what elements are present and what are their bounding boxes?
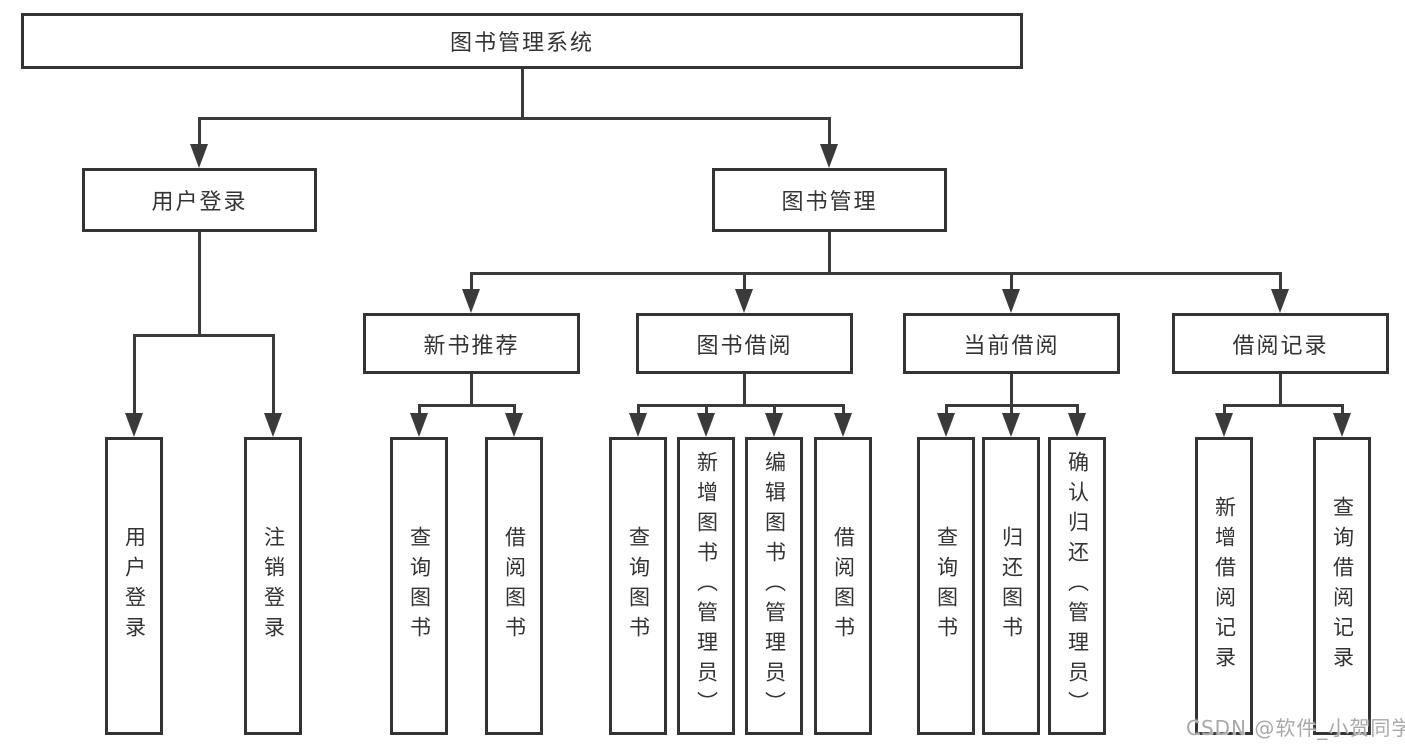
node-label-leaf-query-books-recommend: 查询图书 [407, 526, 432, 646]
connector-segment [1009, 273, 1013, 291]
arrowhead-down-icon [1271, 289, 1289, 313]
node-label-book-management: 图书管理 [781, 190, 878, 215]
connector-segment [1222, 403, 1344, 407]
node-label-leaf-query-books-borrowing: 查询图书 [626, 526, 651, 646]
node-label-leaf-user-login: 用户登录 [122, 526, 147, 646]
arrowhead-down-icon [190, 144, 208, 168]
connector-segment [1222, 405, 1226, 415]
node-leaf-query-books-current: 查询图书 [917, 437, 975, 735]
connector-segment [417, 405, 421, 415]
node-label-leaf-borrow-books-borrowing: 借阅图书 [831, 526, 856, 646]
connector-segment [772, 405, 776, 415]
connector-segment [132, 335, 136, 415]
connector-segment [742, 374, 746, 405]
node-leaf-user-login: 用户登录 [105, 437, 163, 735]
node-label-new-book-recommend: 新书推荐 [423, 333, 520, 359]
node-label-leaf-return-books: 归还图书 [999, 526, 1024, 646]
connector-segment [132, 333, 275, 337]
node-leaf-logout: 注销登录 [244, 437, 302, 735]
arrowhead-down-icon [820, 144, 838, 168]
connector-segment [469, 273, 473, 291]
node-label-leaf-confirm-return-admin: 确认归还（管理员） [1065, 451, 1090, 721]
connector-segment [704, 405, 708, 415]
arrowhead-down-icon [1333, 413, 1351, 437]
connector-segment [197, 118, 201, 146]
node-label-root: 图书管理系统 [449, 31, 594, 56]
node-root: 图书管理系统 [21, 13, 1023, 69]
arrowhead-down-icon [462, 289, 480, 313]
connector-segment [1278, 273, 1282, 291]
node-new-book-recommend: 新书推荐 [363, 313, 580, 374]
node-user-login: 用户登录 [82, 168, 317, 232]
connector-segment [1009, 374, 1013, 405]
arrowhead-down-icon [505, 413, 523, 437]
node-label-current-borrowing: 当前借阅 [963, 333, 1060, 359]
arrowhead-down-icon [937, 413, 955, 437]
connector-segment [742, 273, 746, 291]
node-leaf-query-books-borrowing: 查询图书 [609, 437, 667, 735]
node-leaf-borrow-books-borrowing: 借阅图书 [814, 437, 872, 735]
connector-segment [944, 405, 948, 415]
arrowhead-down-icon [1068, 413, 1086, 437]
node-leaf-edit-books-admin: 编辑图书（管理员） [745, 437, 803, 735]
connector-segment [197, 116, 831, 120]
arrowhead-down-icon [765, 413, 783, 437]
node-borrowing-records: 借阅记录 [1172, 313, 1389, 374]
arrowhead-down-icon [264, 413, 282, 437]
node-leaf-return-books: 归还图书 [982, 437, 1040, 735]
watermark: CSDN @软件_小贺同学 [1186, 716, 1405, 740]
connector-segment [469, 374, 473, 405]
node-label-leaf-add-borrow-record: 新增借阅记录 [1212, 496, 1237, 676]
arrowhead-down-icon [735, 289, 753, 313]
node-label-leaf-edit-books-admin: 编辑图书（管理员） [762, 451, 787, 721]
connector-segment [827, 118, 831, 146]
connector-segment [1075, 405, 1079, 415]
node-leaf-confirm-return-admin: 确认归还（管理员） [1048, 437, 1106, 735]
arrowhead-down-icon [125, 413, 143, 437]
connector-segment [636, 405, 640, 415]
connector-segment [841, 405, 845, 415]
node-leaf-borrow-books-recommend: 借阅图书 [485, 437, 543, 735]
connector-segment [469, 271, 1282, 275]
arrowhead-down-icon [410, 413, 428, 437]
node-label-borrowing-records: 借阅记录 [1232, 333, 1329, 359]
node-leaf-add-borrow-record: 新增借阅记录 [1195, 437, 1253, 735]
connector-segment [520, 69, 524, 118]
connector-segment [512, 405, 516, 415]
arrowhead-down-icon [1215, 413, 1233, 437]
node-leaf-query-books-recommend: 查询图书 [390, 437, 448, 735]
arrowhead-down-icon [697, 413, 715, 437]
node-label-leaf-logout: 注销登录 [261, 526, 286, 646]
arrowhead-down-icon [834, 413, 852, 437]
arrowhead-down-icon [1002, 413, 1020, 437]
connector-segment [197, 232, 201, 335]
node-leaf-query-borrow-record: 查询借阅记录 [1313, 437, 1371, 735]
node-label-leaf-query-borrow-record: 查询借阅记录 [1330, 496, 1355, 676]
node-book-management: 图书管理 [712, 168, 947, 232]
connector-segment [271, 335, 275, 415]
connector-segment [417, 403, 516, 407]
connector-segment [827, 232, 831, 273]
node-current-borrowing: 当前借阅 [903, 313, 1120, 374]
connector-segment [636, 403, 845, 407]
node-label-leaf-add-books-admin: 新增图书（管理员） [694, 451, 719, 721]
node-leaf-add-books-admin: 新增图书（管理员） [677, 437, 735, 735]
node-label-book-borrowing: 图书借阅 [696, 333, 793, 359]
node-label-leaf-query-books-current: 查询图书 [934, 526, 959, 646]
node-label-leaf-borrow-books-recommend: 借阅图书 [502, 526, 527, 646]
arrowhead-down-icon [1002, 289, 1020, 313]
node-book-borrowing: 图书借阅 [636, 313, 853, 374]
arrowhead-down-icon [629, 413, 647, 437]
connector-segment [1278, 374, 1282, 405]
node-label-user-login: 用户登录 [151, 190, 248, 215]
connector-segment [1340, 405, 1344, 415]
connector-segment [1009, 405, 1013, 415]
